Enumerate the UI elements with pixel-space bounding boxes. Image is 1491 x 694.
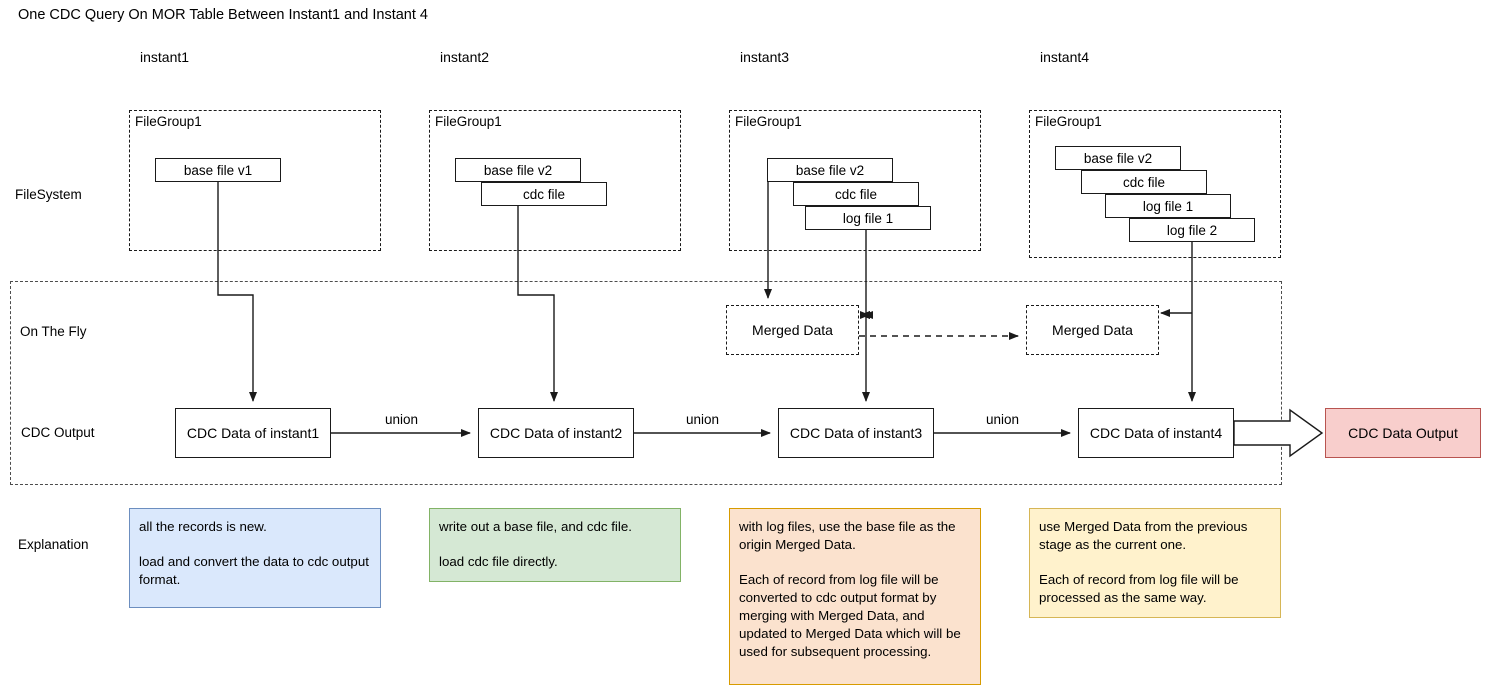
cdc-data-output-box: CDC Data Output (1325, 408, 1481, 458)
column-label-instant3: instant3 (740, 49, 790, 65)
row-label-cdc-output: CDC Output (21, 425, 95, 440)
cdc-box-instant4: CDC Data of instant4 (1078, 408, 1234, 458)
explanation-box-instant2: write out a base file, and cdc file. loa… (429, 508, 681, 582)
file-box-log-file-1: log file 1 (805, 206, 931, 230)
merged-data-box-instant4: Merged Data (1026, 305, 1159, 355)
explanation-paragraph: load cdc file directly. (439, 554, 558, 569)
file-group-title: FileGroup1 (435, 114, 502, 129)
file-box-base-file-v2: base file v2 (455, 158, 581, 182)
file-box-cdc-file: cdc file (481, 182, 607, 206)
explanation-paragraph: use Merged Data from the previous stage … (1039, 519, 1248, 552)
union-label-3: union (986, 412, 1020, 427)
explanation-paragraph: load and convert the data to cdc output … (139, 554, 369, 587)
explanation-paragraph: Each of record from log file will be con… (739, 572, 961, 659)
file-box-base-file-v2: base file v2 (767, 158, 893, 182)
union-label-2: union (686, 412, 720, 427)
explanation-paragraph: all the records is new. (139, 519, 267, 534)
row-label-filesystem: FileSystem (15, 187, 82, 202)
on-the-fly-cdc-container (10, 281, 1282, 485)
cdc-box-instant2: CDC Data of instant2 (478, 408, 634, 458)
row-label-on-the-fly: On The Fly (20, 324, 87, 339)
column-label-instant1: instant1 (140, 49, 190, 65)
file-box-base-file-v1: base file v1 (155, 158, 281, 182)
file-box-base-file-v2: base file v2 (1055, 146, 1181, 170)
explanation-paragraph: with log files, use the base file as the… (739, 519, 956, 552)
file-group-instant1: FileGroup1 (129, 110, 381, 251)
explanation-paragraph: Each of record from log file will be pro… (1039, 572, 1239, 605)
merged-data-box-instant3: Merged Data (726, 305, 859, 355)
file-group-title: FileGroup1 (735, 114, 802, 129)
page-title: One CDC Query On MOR Table Between Insta… (18, 7, 428, 23)
explanation-paragraph: write out a base file, and cdc file. (439, 519, 632, 534)
union-label-1: union (385, 412, 419, 427)
explanation-box-instant1: all the records is new. load and convert… (129, 508, 381, 608)
file-group-instant3: FileGroup1 (729, 110, 981, 251)
row-label-explanation: Explanation (18, 537, 89, 552)
cdc-box-instant3: CDC Data of instant3 (778, 408, 934, 458)
file-group-title: FileGroup1 (135, 114, 202, 129)
file-box-log-file-2: log file 2 (1129, 218, 1255, 242)
column-label-instant4: instant4 (1040, 49, 1090, 65)
column-label-instant2: instant2 (440, 49, 490, 65)
file-box-cdc-file: cdc file (793, 182, 919, 206)
file-box-log-file-1: log file 1 (1105, 194, 1231, 218)
explanation-box-instant4: use Merged Data from the previous stage … (1029, 508, 1281, 618)
file-group-instant4: FileGroup1 (1029, 110, 1281, 258)
explanation-box-instant3: with log files, use the base file as the… (729, 508, 981, 685)
file-box-cdc-file: cdc file (1081, 170, 1207, 194)
cdc-box-instant1: CDC Data of instant1 (175, 408, 331, 458)
file-group-instant2: FileGroup1 (429, 110, 681, 251)
file-group-title: FileGroup1 (1035, 114, 1102, 129)
